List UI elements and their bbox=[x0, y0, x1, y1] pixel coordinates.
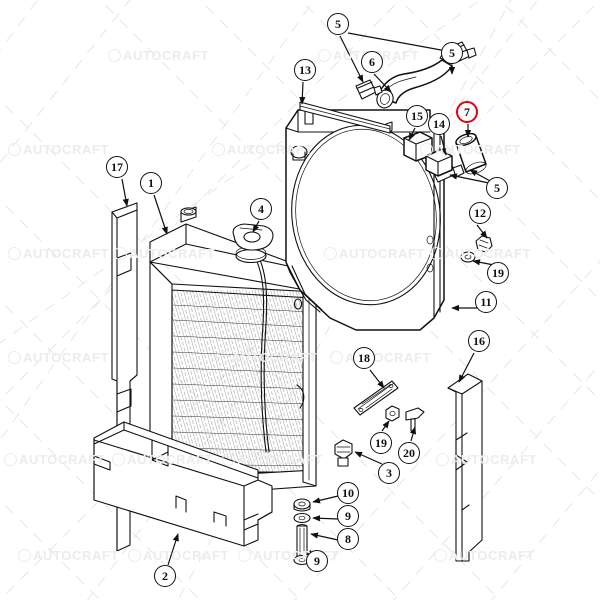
part-19-washer-upper bbox=[460, 251, 476, 263]
part-10-bushing bbox=[293, 498, 311, 512]
part-3-drain-cock bbox=[334, 439, 353, 467]
callout-bubble-5[interactable]: 5 bbox=[486, 177, 508, 199]
part-16-side-channel bbox=[447, 373, 483, 562]
callout-bubble-2[interactable]: 2 bbox=[154, 565, 176, 587]
callout-bubble-9[interactable]: 9 bbox=[337, 505, 359, 527]
callout-bubble-16[interactable]: 16 bbox=[468, 330, 490, 352]
callout-bubble-6[interactable]: 6 bbox=[361, 51, 383, 73]
callout-bubble-17[interactable]: 17 bbox=[106, 156, 128, 178]
part-9-washer-upper bbox=[293, 512, 311, 524]
part-13-seal-strip bbox=[299, 101, 393, 134]
part-2-lower-support bbox=[93, 421, 273, 547]
callout-bubble-11[interactable]: 11 bbox=[475, 291, 497, 313]
callout-bubble-1[interactable]: 1 bbox=[140, 172, 162, 194]
callout-bubble-8[interactable]: 8 bbox=[337, 528, 359, 550]
callout-bubble-12[interactable]: 12 bbox=[469, 202, 491, 224]
part-1-radiator bbox=[149, 206, 317, 498]
callout-bubble-19[interactable]: 19 bbox=[370, 432, 392, 454]
part-8-bolt bbox=[296, 523, 308, 559]
callout-bubble-7[interactable]: 7 bbox=[456, 101, 478, 123]
part-18-hinge-strip bbox=[353, 380, 399, 416]
callout-bubble-3[interactable]: 3 bbox=[378, 462, 400, 484]
callout-bubble-10[interactable]: 10 bbox=[337, 482, 359, 504]
callout-bubble-18[interactable]: 18 bbox=[353, 347, 375, 369]
part-14-block bbox=[425, 149, 453, 177]
callout-bubble-4[interactable]: 4 bbox=[250, 198, 272, 220]
callout-bubble-20[interactable]: 20 bbox=[398, 442, 420, 464]
part-19-washer-lower bbox=[385, 405, 400, 422]
callout-bubble-15[interactable]: 15 bbox=[406, 105, 428, 127]
callout-bubble-14[interactable]: 14 bbox=[428, 113, 450, 135]
callout-bubble-5[interactable]: 5 bbox=[327, 13, 349, 35]
callout-bubble-9[interactable]: 9 bbox=[306, 550, 328, 572]
callout-bubble-5[interactable]: 5 bbox=[441, 42, 463, 64]
callout-bubble-13[interactable]: 13 bbox=[294, 59, 316, 81]
callout-bubble-19[interactable]: 19 bbox=[487, 262, 509, 284]
